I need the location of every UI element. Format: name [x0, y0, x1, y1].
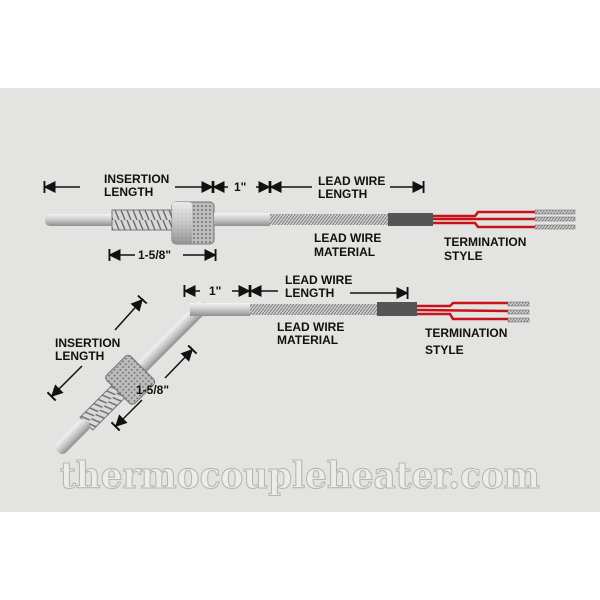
- termination-style-label: TERMINATION: [444, 235, 526, 249]
- termination-style-label-2: STYLE: [444, 249, 483, 263]
- spring-length-label: 1-5/8": [138, 248, 171, 262]
- lead-wires: [433, 210, 535, 229]
- lead-wires: [416, 301, 509, 321]
- one-inch-label: 1": [209, 284, 221, 298]
- angled-probe: 1" LEAD WIRE LENGTH LEAD WIRE MATERIAL T…: [44, 273, 530, 455]
- lead-wire-material-label: LEAD WIRE: [314, 231, 381, 245]
- lead-wire-material-label-2: MATERIAL: [314, 245, 375, 259]
- braided-lead: [250, 304, 377, 315]
- braided-lead: [270, 214, 388, 225]
- lead-sleeve: [388, 213, 433, 226]
- termination-style-label: TERMINATION: [425, 326, 507, 340]
- lead-wire-length-label-2: LENGTH: [318, 187, 367, 201]
- spring-length-label: 1-5/8": [136, 383, 169, 397]
- straight-probe: INSERTION LENGTH 1" LEAD WIRE LENGTH LEA…: [45, 172, 576, 263]
- watermark: thermocoupleheater.com: [60, 455, 540, 497]
- insertion-length-label-2: LENGTH: [104, 185, 153, 199]
- lead-wire-length-label-2: LENGTH: [285, 286, 334, 300]
- lead-wire-length-label: LEAD WIRE: [318, 174, 385, 188]
- probe-tip: [45, 214, 115, 226]
- spring: [111, 209, 175, 231]
- lead-sleeve: [377, 302, 417, 316]
- terminal-ends: [534, 209, 576, 230]
- terminal-ends: [507, 301, 530, 323]
- insertion-length-label-2: LENGTH: [55, 349, 104, 363]
- lead-wire-material-label: LEAD WIRE: [277, 320, 344, 334]
- insertion-length-label: INSERTION: [55, 336, 120, 350]
- insertion-length-label: INSERTION: [104, 172, 169, 186]
- lead-wire-length-label: LEAD WIRE: [285, 273, 352, 287]
- lead-wire-material-label-2: MATERIAL: [277, 333, 338, 347]
- one-inch-label: 1": [234, 180, 246, 194]
- panel-background: [0, 88, 600, 512]
- termination-style-label-2: STYLE: [425, 343, 464, 357]
